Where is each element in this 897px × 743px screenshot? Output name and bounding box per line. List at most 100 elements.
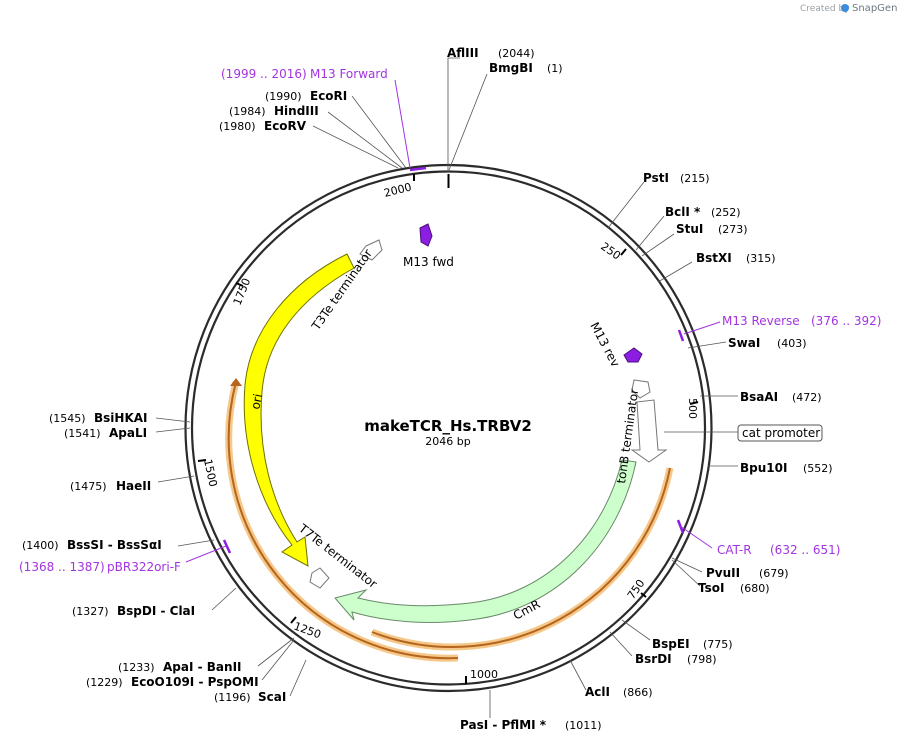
m13-rev-feature: M13 rev bbox=[587, 320, 643, 369]
site-pvuii-name[interactable]: PvuII bbox=[706, 566, 740, 580]
t3te-terminator-arrow[interactable] bbox=[359, 239, 383, 261]
ori-orange-arc bbox=[225, 378, 459, 662]
leader-ecorv bbox=[312, 125, 399, 169]
site-afliii-pos: (2044) bbox=[498, 47, 535, 60]
primer-m13-forward-range: (1999 .. 2016) bbox=[221, 67, 307, 81]
site-apai-name[interactable]: ApaI - BanII bbox=[163, 660, 242, 674]
tick-1750 bbox=[235, 282, 244, 287]
cat-promoter-label: cat promoter bbox=[742, 426, 820, 440]
m13-fwd-arrow[interactable] bbox=[419, 223, 433, 247]
site-bcli-name[interactable]: BclI * bbox=[665, 205, 701, 219]
primer-m13-forward-name[interactable]: M13 Forward bbox=[310, 67, 388, 81]
site-afliii-name[interactable]: AflIII bbox=[447, 46, 479, 60]
leader-stui bbox=[641, 233, 675, 257]
tick-750 bbox=[640, 592, 647, 598]
site-bpu10i-name[interactable]: Bpu10I bbox=[740, 461, 787, 475]
site-acli-name[interactable]: AclI bbox=[585, 685, 610, 699]
cat-promoter-box[interactable] bbox=[737, 424, 823, 442]
ori-feature: ori bbox=[243, 253, 355, 567]
primer-pbr322ori-f-name[interactable]: pBR322ori-F bbox=[107, 560, 181, 574]
m13-fwd-feature: M13 fwd bbox=[403, 223, 454, 269]
site-bsihkai-name[interactable]: BsiHKAI bbox=[94, 411, 148, 425]
leader-tsoi bbox=[671, 559, 701, 587]
tick-label-750: 750 bbox=[625, 577, 648, 602]
site-ecorv-name[interactable]: EcoRV bbox=[264, 119, 307, 133]
site-apali-name[interactable]: ApaLI bbox=[109, 426, 147, 440]
snapgene-logo-icon bbox=[841, 4, 849, 12]
site-stui-name[interactable]: StuI bbox=[676, 222, 703, 236]
plasmid-backbone bbox=[184, 163, 713, 693]
cmr-arrow[interactable] bbox=[334, 459, 637, 623]
site-swai-name[interactable]: SwaI bbox=[728, 336, 760, 350]
leader-haeii bbox=[157, 475, 195, 483]
m13-rev-arrow[interactable] bbox=[623, 347, 643, 363]
site-stui-pos: (273) bbox=[718, 223, 748, 236]
site-tsoi-name[interactable]: TsoI bbox=[698, 581, 724, 595]
site-eco0109i-pos: (1229) bbox=[86, 676, 123, 689]
leader-bsrdi bbox=[609, 631, 633, 657]
leader-eco0109i bbox=[261, 639, 295, 681]
site-haeii-pos: (1475) bbox=[70, 480, 107, 493]
t7te-terminator-arrow[interactable] bbox=[309, 567, 330, 589]
site-bstxi-name[interactable]: BstXI bbox=[696, 251, 732, 265]
site-pasi-pflmi-name[interactable]: PasI - PflMI * bbox=[460, 718, 547, 732]
tick-label-1250: 1250 bbox=[292, 620, 323, 642]
tonb-terminator-small-arrow[interactable] bbox=[631, 379, 651, 399]
leader-afliii bbox=[447, 57, 460, 172]
m13-rev-label: M13 rev bbox=[587, 320, 622, 369]
primer-cat-r-name[interactable]: CAT-R bbox=[717, 543, 752, 557]
site-haeii-name[interactable]: HaeII bbox=[116, 479, 151, 493]
site-bsssi-name[interactable]: BssSI - BssSαI bbox=[67, 538, 162, 552]
site-scai-pos: (1196) bbox=[214, 691, 251, 704]
map-title-group: makeTCR_Hs.TRBV2 2046 bp bbox=[364, 417, 532, 448]
site-ecori-name[interactable]: EcoRI bbox=[310, 89, 347, 103]
site-pasi-pflmi-pos: (1011) bbox=[565, 719, 602, 732]
leader-cat-r bbox=[679, 525, 713, 549]
site-bmgbi-pos: (1) bbox=[547, 62, 563, 75]
site-bsaai-pos: (472) bbox=[792, 391, 822, 404]
site-hindiii-name[interactable]: HindIII bbox=[274, 104, 319, 118]
leader-apali bbox=[155, 427, 191, 433]
site-bsihkai-pos: (1545) bbox=[49, 412, 86, 425]
primer-m13-reverse-name[interactable]: M13 Reverse bbox=[722, 314, 800, 328]
leader-apai bbox=[257, 637, 295, 667]
snapgene-watermark: Created by SnapGene bbox=[800, 3, 897, 14]
leader-bstxi bbox=[657, 261, 693, 283]
site-psti-name[interactable]: PstI bbox=[643, 171, 669, 185]
leader-pvuii bbox=[671, 557, 703, 573]
site-ecori-pos: (1990) bbox=[265, 90, 302, 103]
tick-label-1750: 1750 bbox=[231, 276, 254, 307]
cmr-orange-arc bbox=[370, 467, 674, 651]
site-bmgbi-name[interactable]: BmgBI bbox=[489, 61, 533, 75]
site-bspei-pos: (775) bbox=[703, 638, 733, 651]
leader-claI bbox=[211, 587, 237, 611]
leader-m13-forward bbox=[394, 79, 411, 169]
site-tsoi-pos: (680) bbox=[740, 582, 770, 595]
site-bsrdi-name[interactable]: BsrDI bbox=[635, 652, 672, 666]
leader-scai bbox=[289, 659, 307, 697]
leader-lines bbox=[155, 57, 738, 718]
leader-bmgbi bbox=[448, 73, 488, 171]
watermark-brand: SnapGene bbox=[852, 3, 897, 14]
leader-bsssi bbox=[177, 539, 215, 547]
site-eco0109i-name[interactable]: EcoO109I - PspOMI bbox=[131, 675, 259, 689]
leader-hindiii bbox=[327, 111, 403, 169]
site-bcli-pos: (252) bbox=[711, 206, 741, 219]
site-bsaai-name[interactable]: BsaAI bbox=[740, 390, 778, 404]
site-bspei-name[interactable]: BspEI bbox=[652, 637, 690, 651]
site-scai-name[interactable]: ScaI bbox=[258, 690, 286, 704]
site-claI-name[interactable]: BspDI - ClaI bbox=[117, 604, 195, 618]
ori-arrow[interactable] bbox=[243, 253, 355, 567]
tick-label-250: 250 bbox=[598, 240, 623, 263]
leader-bcli bbox=[635, 215, 665, 251]
leader-acli bbox=[569, 659, 587, 691]
tonb-terminator-arrow[interactable] bbox=[630, 399, 668, 463]
tick-250 bbox=[620, 248, 627, 256]
leader-psti bbox=[607, 181, 645, 229]
site-pvuii-pos: (679) bbox=[759, 567, 789, 580]
cat-promoter-label-group: cat promoter bbox=[737, 424, 823, 442]
tick-1500 bbox=[197, 459, 207, 462]
t7te-terminator-feature: T7Te terminator bbox=[295, 521, 379, 591]
leader-ecori bbox=[351, 95, 407, 169]
